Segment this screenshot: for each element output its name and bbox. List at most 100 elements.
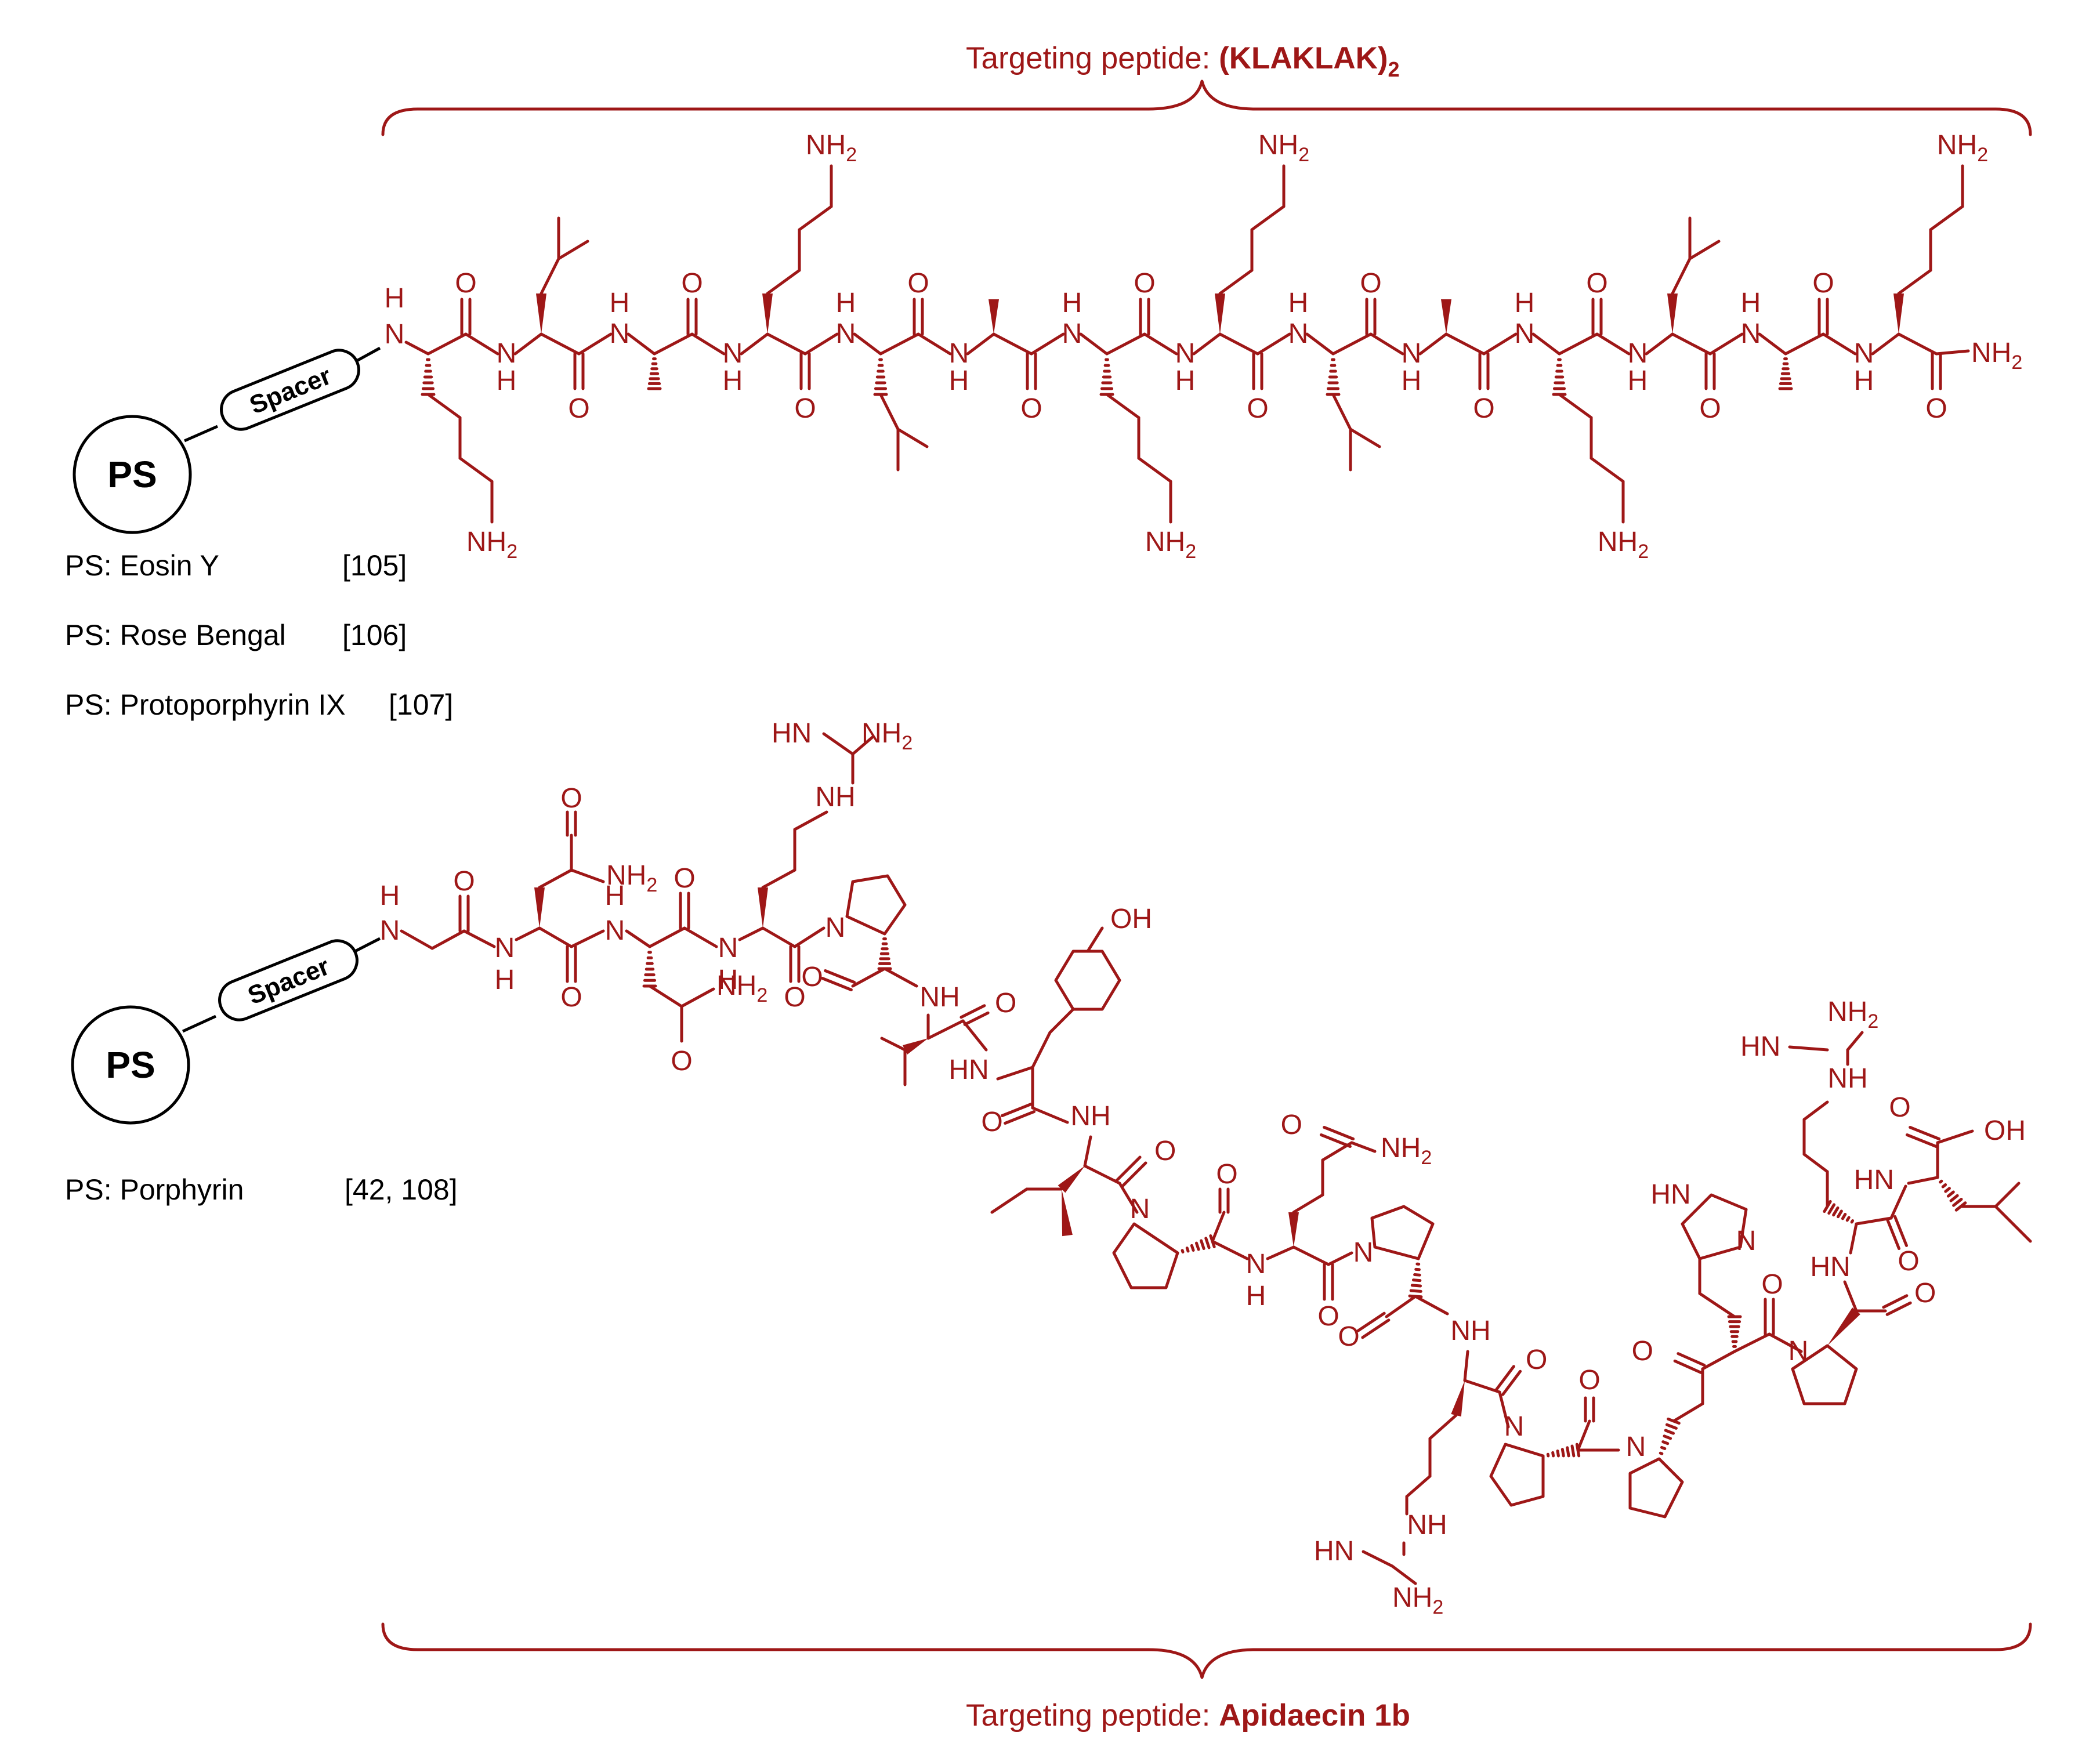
atom-subscript: 2: [1421, 1147, 1432, 1169]
bond: [430, 929, 466, 950]
bond: [822, 732, 855, 756]
atom-subscript: 2: [1977, 144, 1988, 166]
atom-symbol: NH: [1937, 130, 1977, 161]
atom-label: NH2: [1145, 527, 1196, 563]
bond: [1405, 1474, 1432, 1498]
bond: [1083, 1135, 1092, 1168]
atom-label: NH2: [1971, 338, 2022, 374]
bond: [1463, 1350, 1469, 1382]
atom-symbol: HN: [1314, 1536, 1354, 1567]
bond: [1784, 332, 1825, 356]
bond: [1218, 269, 1254, 295]
bond: [462, 929, 496, 948]
bond: [766, 269, 801, 295]
atom-symbol: O: [453, 866, 475, 897]
atom-symbol: N: [495, 933, 515, 963]
proline-ring: [845, 874, 907, 936]
atom-symbol: O: [1914, 1278, 1936, 1309]
bond: [1031, 1031, 1052, 1069]
atom-symbol: N: [610, 318, 630, 349]
atom-label: N: [825, 912, 846, 943]
atom-label: N: [497, 338, 517, 369]
atom-label: NH2: [861, 718, 913, 754]
atom-symbol: O: [1473, 393, 1494, 424]
double-bond: [820, 976, 853, 991]
atom-label: NH2: [1258, 130, 1309, 166]
top-references: PS: Eosin Y [105] PS: Rose Bengal [106] …: [65, 549, 453, 721]
atom-label: O: [1812, 268, 1834, 299]
atom-label: O: [1761, 1269, 1783, 1300]
top-title: Targeting peptide: (KLAKLAK)2: [966, 41, 1400, 81]
bond: [557, 240, 589, 260]
atom-symbol: NH: [815, 782, 855, 813]
atom-symbol: O: [784, 982, 805, 1013]
hash-bond: [1841, 1212, 1847, 1220]
bond: [1558, 332, 1599, 356]
bond: [761, 926, 796, 948]
atom-label: O: [453, 866, 475, 897]
atom-label: O: [674, 863, 695, 894]
atom-subscript: 2: [1867, 1010, 1878, 1032]
atom-symbol: N: [1175, 338, 1196, 369]
atom-label: O: [1154, 1136, 1176, 1166]
atom-symbol: NH: [1827, 997, 1867, 1027]
atom-label: O: [1699, 393, 1721, 424]
bond: [648, 984, 683, 1008]
wedge-bond: [758, 887, 768, 928]
top-ps-circle: [73, 415, 192, 534]
atom-subscript: 2: [901, 732, 913, 754]
bond: [458, 456, 494, 483]
bond: [1688, 240, 1721, 260]
bond: [1385, 1295, 1417, 1318]
atom-symbol: NH: [861, 718, 901, 749]
atom-label: N: [1504, 1411, 1525, 1442]
atom-label: O: [1632, 1336, 1653, 1367]
atom-label: O: [1898, 1246, 1919, 1277]
atom-symbol: N: [836, 318, 856, 349]
bond: [1211, 1240, 1249, 1260]
atom-symbol: N: [1854, 338, 1874, 369]
atom-symbol: H: [1628, 365, 1648, 396]
atom-label: N: [1628, 338, 1648, 369]
top-ps-link: [183, 425, 219, 443]
bond: [1498, 1390, 1510, 1429]
hash-bond: [1665, 1423, 1678, 1430]
bond: [404, 340, 430, 356]
hash-bond: [1185, 1247, 1190, 1253]
hash-bond: [1560, 1448, 1565, 1458]
ref-eosin-name: PS: Eosin Y: [65, 549, 219, 582]
hash-bond: [1663, 1434, 1672, 1440]
hash-bond: [1939, 1179, 1943, 1184]
atom-symbol: NH: [1258, 130, 1298, 161]
atom-label: N: [610, 318, 630, 349]
hash-bond: [1413, 1273, 1421, 1277]
atom-label: N: [495, 933, 515, 963]
atom-label: O: [568, 393, 589, 424]
bond: [653, 332, 694, 356]
hash-bond: [1411, 1278, 1422, 1282]
ref-rose-num: [106]: [342, 619, 407, 651]
bond: [1083, 1164, 1121, 1185]
bond: [853, 332, 882, 356]
atom-symbol: N: [1353, 1237, 1374, 1268]
double-bond: [1501, 1369, 1522, 1396]
atom-label: N: [1130, 1194, 1150, 1224]
atom-label: N: [1741, 318, 1761, 349]
atom-symbol: HN: [1854, 1165, 1894, 1195]
bond: [1855, 1216, 1893, 1226]
atom-symbol: O: [995, 988, 1016, 1019]
atom-symbol: NH: [1407, 1510, 1447, 1541]
wedge-bond: [989, 299, 999, 334]
atom-label: HN: [948, 1055, 989, 1085]
atom-label: O: [1473, 393, 1494, 424]
double-bond: [1356, 1311, 1386, 1332]
hash-bond: [1664, 1429, 1675, 1435]
bond: [538, 868, 573, 889]
bond: [851, 735, 875, 756]
atom-label: H: [949, 365, 969, 396]
bond: [680, 987, 715, 1008]
hash-bond: [1551, 1451, 1555, 1458]
hash-bond: [1566, 1446, 1570, 1458]
double-bond: [1000, 1103, 1033, 1118]
hash-bond: [1190, 1244, 1195, 1252]
